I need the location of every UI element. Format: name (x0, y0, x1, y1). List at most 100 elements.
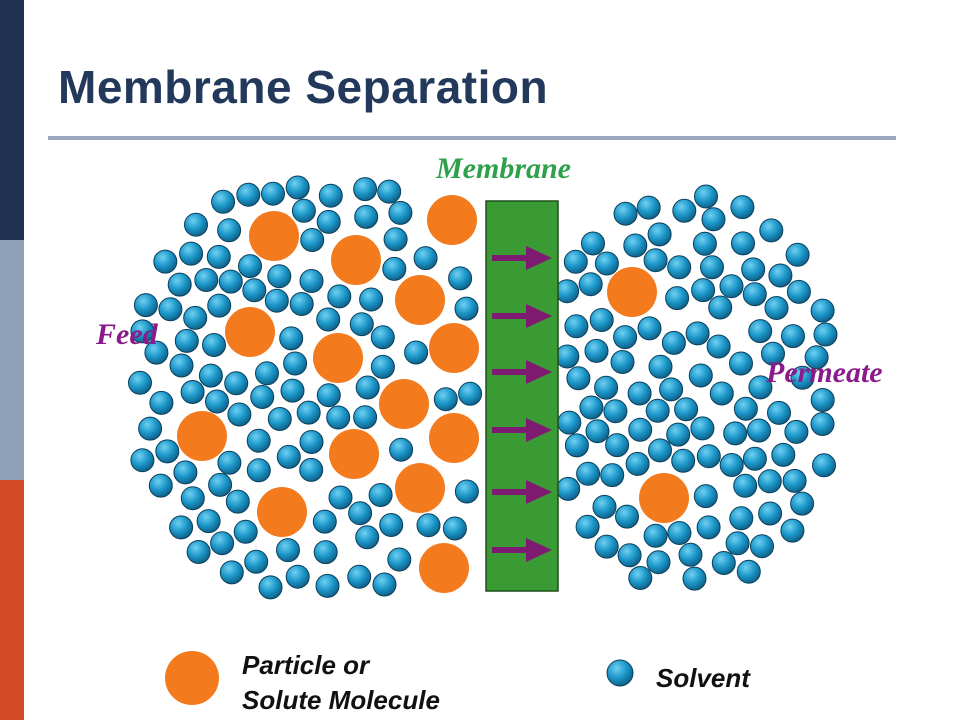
solvent-molecule (645, 398, 670, 423)
solvent-molecule (682, 566, 707, 591)
solvent-molecule (600, 463, 625, 488)
solvent-molecule (578, 272, 603, 297)
solvent-molecule (255, 361, 279, 386)
solute-particle (429, 323, 479, 373)
solvent-molecule (666, 422, 691, 447)
solvent-molecule (133, 293, 158, 318)
accent-bar-bottom (0, 480, 24, 720)
solvent-molecule (316, 307, 341, 332)
solvent-molecule (790, 365, 815, 390)
solvent-molecule (276, 444, 301, 469)
solvent-molecule (646, 550, 671, 575)
solvent-molecule (804, 345, 829, 370)
solvent-molecule (167, 272, 192, 297)
solvent-molecule (750, 534, 774, 559)
solvent-molecule (782, 468, 807, 493)
solvent-molecule (731, 231, 755, 256)
solvent-molecule (556, 476, 581, 501)
solvent-molecule (296, 400, 321, 425)
solvent-molecule (359, 287, 384, 312)
solvent-molecule (276, 538, 300, 563)
solvent-molecule (672, 198, 697, 223)
solvent-molecule (208, 472, 233, 497)
solvent-molecule (605, 433, 630, 458)
solute-particle (379, 379, 429, 429)
solvent-molecule (348, 501, 373, 526)
solvent-molecule (790, 491, 815, 516)
solvent-molecule (557, 410, 582, 435)
solvent-molecule (130, 319, 155, 344)
solvent-molecule (211, 189, 236, 214)
solvent-molecule (291, 198, 316, 223)
solvent-molecule (179, 241, 204, 266)
solvent-molecule (736, 559, 761, 584)
solute-particle (249, 211, 299, 261)
solvent-molecule (347, 564, 372, 589)
solvent-molecule (592, 494, 617, 519)
solvent-molecule (748, 375, 773, 400)
solvent-molecule (671, 448, 696, 473)
solvent-molecule (153, 249, 178, 274)
flow-arrow-head (526, 246, 552, 270)
solvent-molecule (285, 564, 310, 589)
solvent-molecule (217, 218, 242, 243)
legend-particle-label-line1: Particle or (242, 650, 370, 680)
solvent-molecule (219, 560, 244, 585)
slide-title: Membrane Separation (58, 61, 549, 113)
solvent-molecule (370, 354, 395, 379)
solvent-molecule (448, 266, 473, 291)
solvent-molecule (719, 274, 744, 299)
solvent-molecule (810, 298, 835, 323)
solvent-molecule (169, 515, 194, 540)
solvent-molecule (225, 489, 250, 514)
solvent-molecule (144, 340, 169, 365)
solvent-molecule (733, 396, 758, 421)
solvent-molecule (757, 469, 782, 494)
solvent-molecule (667, 255, 692, 280)
solvent-molecule (725, 531, 750, 556)
legend-solvent-label: Solvent (656, 663, 750, 693)
solvent-molecule (442, 516, 467, 541)
solvent-molecule (759, 218, 784, 243)
solvent-molecule (377, 179, 402, 204)
solvent-molecule (706, 334, 731, 359)
solute-particle (419, 543, 469, 593)
solvent-molecule (180, 380, 205, 404)
solvent-molecule (584, 338, 609, 363)
solvent-molecule (594, 251, 619, 276)
solvent-molecule (355, 375, 380, 400)
solvent-molecule (761, 341, 785, 366)
solvent-molecule (661, 330, 686, 355)
solvent-molecule (564, 314, 589, 339)
legend-symbols (165, 651, 634, 705)
solvent-molecule (719, 453, 744, 477)
solvent-molecule (613, 201, 638, 226)
solvent-molecule (617, 543, 642, 568)
solvent-molecule (758, 501, 783, 526)
solute-particle (257, 487, 307, 537)
solute-particle (177, 411, 227, 461)
solvent-molecule (180, 486, 205, 511)
solvent-molecule (218, 269, 243, 294)
accent-bar-top (0, 0, 24, 240)
solvent-molecule (261, 181, 285, 206)
solute-particle (395, 463, 445, 513)
solute-particle (427, 195, 477, 245)
solvent-molecule (387, 547, 412, 572)
solvent-molecule (615, 504, 639, 529)
solvent-molecule (659, 377, 684, 402)
flow-arrow-head (526, 418, 552, 442)
feed-label: Feed (96, 318, 158, 351)
solvent-molecule (316, 383, 341, 408)
flow-arrow-head (526, 538, 552, 562)
solvent-molecule (563, 249, 588, 274)
solvent-molecule (741, 257, 766, 282)
solvent-molecule (810, 388, 835, 412)
solvent-molecule (648, 354, 673, 379)
solvent-molecule (781, 324, 805, 349)
solvent-molecule (279, 326, 304, 351)
solvent-molecules (128, 175, 838, 600)
solvent-molecule (300, 228, 325, 252)
solvent-molecule (404, 340, 429, 365)
solute-particle (225, 307, 275, 357)
